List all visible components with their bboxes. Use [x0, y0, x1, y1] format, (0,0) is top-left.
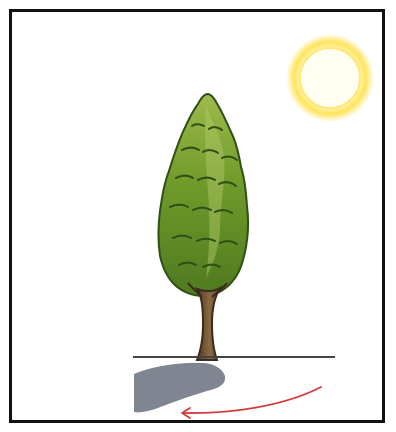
sun-icon — [286, 34, 374, 122]
tree-trunk — [197, 288, 220, 360]
cypress-tree-icon — [159, 94, 249, 360]
tree-foliage — [159, 94, 249, 296]
tree-shadow — [134, 363, 225, 413]
